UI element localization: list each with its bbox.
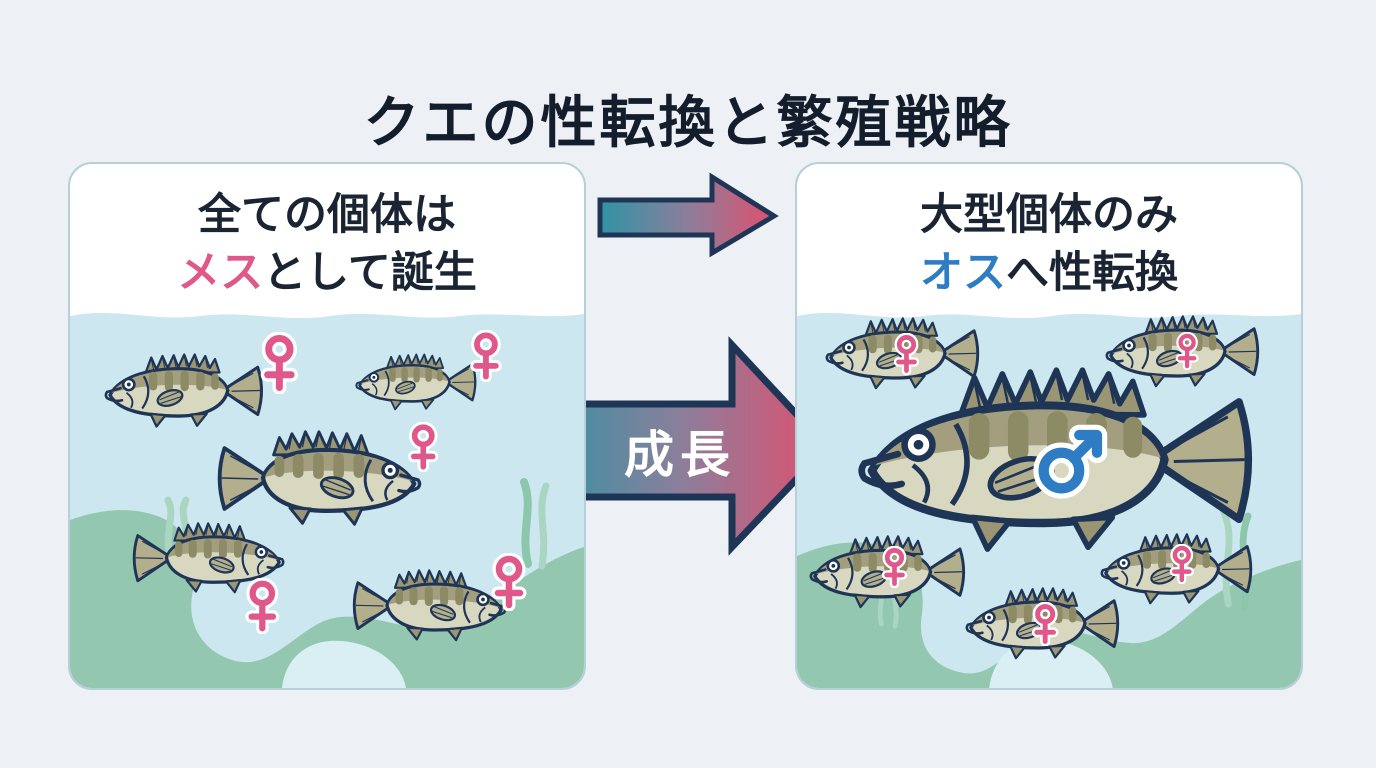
- female-symbol-icon: [489, 553, 529, 611]
- female-symbol-icon: [243, 578, 282, 634]
- fish-female: [355, 351, 481, 414]
- fish-female: [210, 426, 422, 532]
- fish-female: [347, 566, 507, 646]
- panel-all-born-female: 全ての個体は メスとして誕生: [68, 162, 586, 690]
- right-panel-caption: 大型個体のみ オスへ性転換: [797, 186, 1301, 302]
- left-panel-caption: 全ての個体は メスとして誕生: [70, 186, 584, 302]
- caption-line-2: オスへ性転換: [920, 249, 1178, 298]
- female-word-highlight: メス: [177, 249, 264, 298]
- female-symbol-icon: [1030, 602, 1060, 646]
- female-symbol-icon: [468, 330, 504, 382]
- fish-layer-left: [70, 164, 584, 688]
- caption-line-2: メスとして誕生: [177, 249, 477, 298]
- panel-large-becomes-male: 大型個体のみ オスへ性転換: [795, 162, 1303, 690]
- caption-line-1: 全ての個体は: [198, 191, 456, 239]
- transition-arrow-icon: [597, 172, 779, 258]
- male-symbol-icon: [1030, 420, 1112, 502]
- growth-arrow-label: 成長: [624, 426, 736, 483]
- fish-layer-right: [797, 164, 1301, 688]
- fish-female: [104, 350, 269, 433]
- female-symbol-icon: [258, 332, 301, 394]
- caption-line-1: 大型個体のみ: [920, 191, 1178, 239]
- male-word-highlight: オス: [920, 249, 1006, 298]
- page-title: クエの性転換と繁殖戦略: [363, 90, 1013, 154]
- female-symbol-icon: [406, 422, 440, 472]
